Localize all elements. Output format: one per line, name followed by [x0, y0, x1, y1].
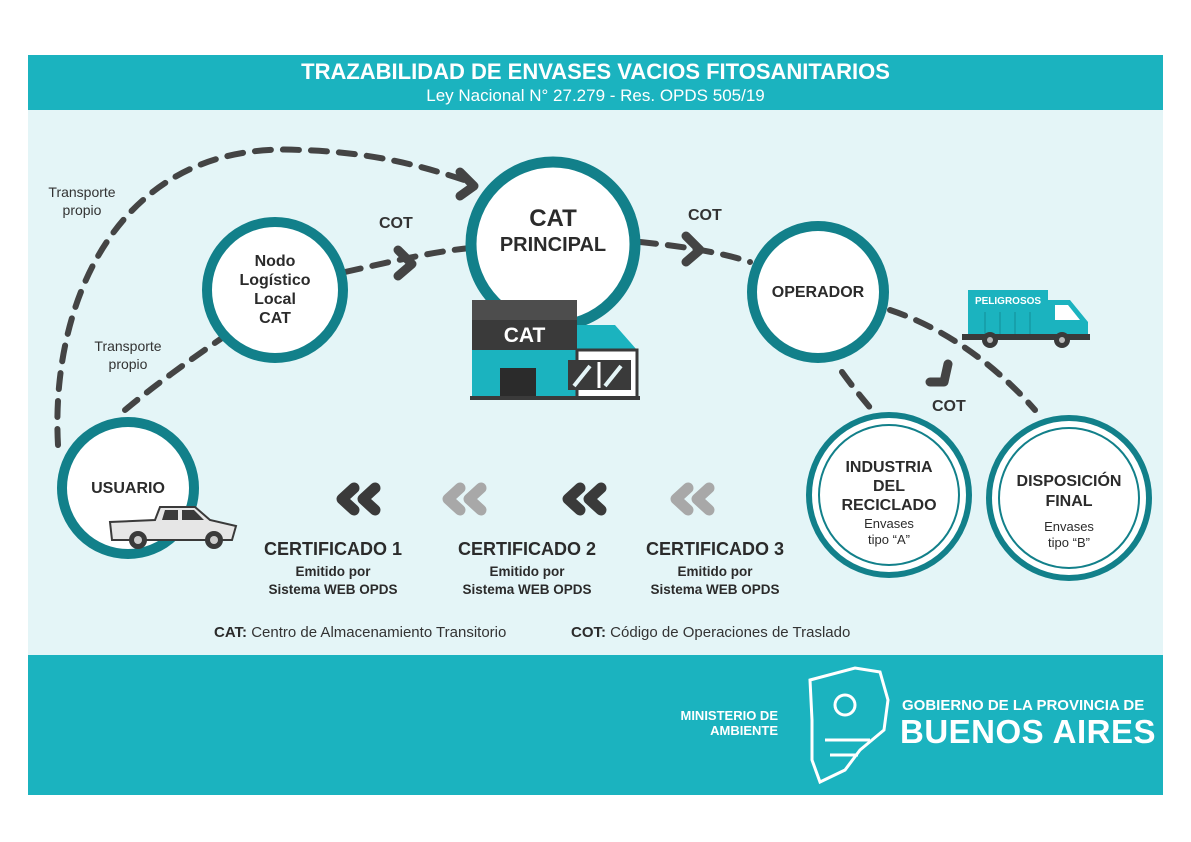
arrow-operador-cot	[925, 359, 953, 387]
province-name: BUENOS AIRES	[900, 713, 1156, 750]
path-operador-disposicion	[887, 307, 1038, 413]
pickup-truck-icon	[108, 506, 238, 549]
path-usuario-nodo	[122, 335, 225, 413]
government-label: GOBIERNO DE LA PROVINCIA DE	[902, 697, 1145, 714]
cot-label-2: COT	[688, 207, 722, 224]
certificate-3-title: CERTIFICADO 3	[645, 539, 784, 559]
arrow-nodo-cat	[393, 245, 417, 281]
cat-building-icon	[470, 300, 640, 400]
arrow-usuario-cat	[455, 167, 479, 201]
path-usuario-cat	[54, 146, 473, 448]
cat-principal-label: CAT PRINCIPAL	[499, 205, 607, 257]
cot-label-3: COT	[932, 398, 966, 415]
chevron-cert-1	[336, 482, 381, 516]
cot-label-1: COT	[379, 215, 413, 232]
certificate-1-title: CERTIFICADO 1	[263, 539, 402, 559]
usuario-label: USUARIO	[91, 480, 165, 497]
legend-cat: CAT: Centro de Almacenamiento Transitori…	[214, 624, 507, 641]
page-title: TRAZABILIDAD DE ENVASES VACIOS FITOSANIT…	[301, 59, 890, 84]
chevron-cert-2	[442, 482, 487, 516]
province-emblem-icon	[808, 666, 890, 785]
page-subtitle: Ley Nacional N° 27.279 - Res. OPDS 505/1…	[426, 86, 765, 105]
node-industria	[806, 412, 972, 578]
node-nodo-logistico	[202, 217, 348, 363]
legend-cot: COT: Código de Operaciones de Traslado	[571, 624, 851, 641]
building-sign: CAT	[503, 324, 546, 347]
hazmat-truck-icon	[962, 290, 1090, 348]
chevron-cert-3	[562, 482, 607, 516]
header-banner: TRAZABILIDAD DE ENVASES VACIOS FITOSANIT…	[28, 55, 1163, 110]
node-operador	[747, 221, 889, 363]
truck-sign: PELIGROSOS	[974, 296, 1042, 307]
node-disposicion	[986, 415, 1152, 581]
chevron-cert-4	[670, 482, 715, 516]
operador-label: OPERADOR	[771, 284, 865, 301]
footer-banner	[28, 655, 1163, 795]
path-operador-industria	[839, 369, 875, 413]
certificate-2-title: CERTIFICADO 2	[457, 539, 596, 559]
arrow-cat-operador	[681, 231, 705, 267]
